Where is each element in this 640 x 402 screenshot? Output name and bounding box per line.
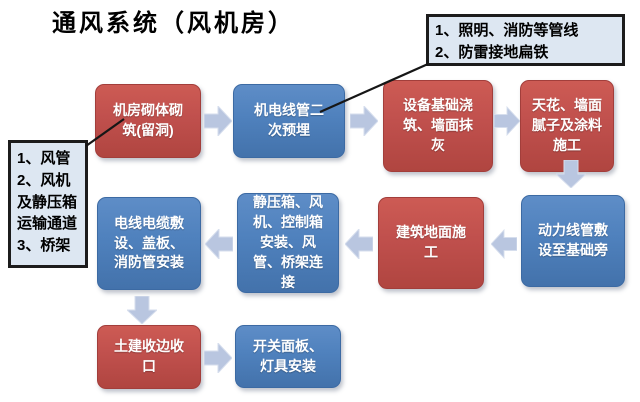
flow-node-label: 机电线管二次预埋 — [254, 102, 324, 138]
callout-line: 2、防雷接地扁铁 — [435, 43, 549, 61]
arrow-left-icon — [345, 229, 373, 259]
flow-node-floor-construction: 建筑地面施工 — [378, 197, 484, 289]
flow-node-label: 开关面板、灯具安装 — [253, 337, 323, 374]
arrow-right-icon — [494, 106, 520, 136]
flow-node-power-conduit: 动力线管敷设至基础旁 — [521, 195, 625, 287]
flow-node-label: 动力线管敷设至基础旁 — [538, 222, 608, 258]
arrow-right-icon — [204, 106, 232, 136]
arrow-right-icon — [350, 106, 378, 136]
callout-left: 1、风管 2、风机及静压箱运输通道 3、桥架 — [8, 140, 88, 268]
flow-node-label: 天花、墙面腻子及涂料施工 — [532, 97, 602, 153]
arrow-left-icon — [491, 229, 517, 259]
flow-node-civil-finishing: 土建收边收口 — [97, 325, 201, 389]
flow-node-label: 电线电缆敷设、盖板、消防管安装 — [114, 214, 184, 271]
flow-node-ceiling-paint: 天花、墙面腻子及涂料施工 — [520, 80, 614, 172]
flow-node-switch-lighting: 开关面板、灯具安装 — [235, 325, 341, 388]
arrow-down-icon — [127, 296, 157, 324]
callout-line: 1、风管 — [17, 150, 71, 167]
callout-line: 2、风机及静压箱运输通道 — [17, 171, 78, 233]
callout-top-right: 1、照明、消防等管线 2、防雷接地扁铁 — [426, 14, 625, 66]
callout-line: 1、照明、消防等管线 — [435, 22, 579, 39]
flow-node-label: 建筑地面施工 — [396, 224, 466, 260]
callout-line: 3、桥架 — [17, 237, 71, 254]
flow-node-cable-laying: 电线电缆敷设、盖板、消防管安装 — [97, 197, 201, 290]
flow-node-label: 静压箱、风机、控制箱安装、风管、桥架连接 — [253, 194, 323, 290]
flow-node-plenum-fan-install: 静压箱、风机、控制箱安装、风管、桥架连接 — [237, 193, 339, 293]
flow-node-label: 机房砌体砌筑(留洞) — [113, 102, 183, 138]
arrow-right-icon — [204, 343, 232, 373]
flow-node-masonry: 机房砌体砌筑(留洞) — [95, 84, 201, 158]
flow-node-label: 土建收边收口 — [114, 338, 184, 374]
page-title: 通风系统（风机房） — [52, 10, 295, 37]
flow-node-conduit-embed: 机电线管二次预埋 — [233, 84, 345, 158]
flow-node-foundation-plaster: 设备基础浇筑、墙面抹灰 — [383, 80, 493, 172]
flow-node-label: 设备基础浇筑、墙面抹灰 — [403, 97, 473, 153]
arrow-left-icon — [205, 229, 233, 259]
arrow-down-icon — [556, 160, 586, 188]
